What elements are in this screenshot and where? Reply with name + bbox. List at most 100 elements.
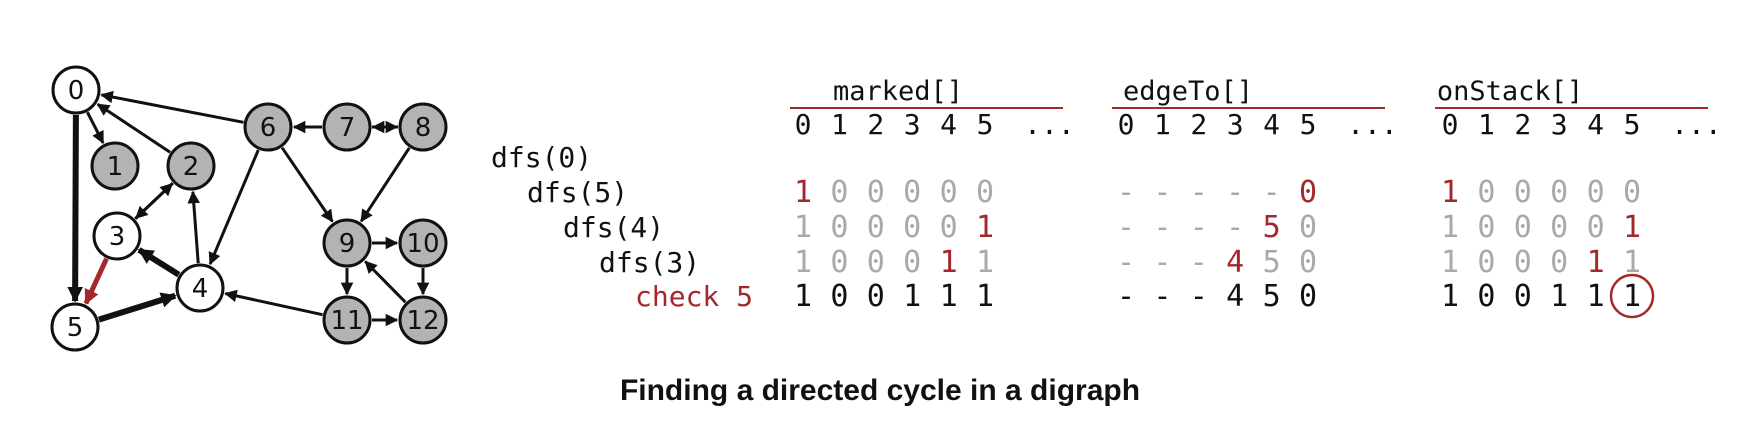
onstack-cell: 0 [1550, 175, 1568, 210]
marked-cell: 0 [867, 210, 885, 245]
array-index-4: 4 [940, 108, 957, 141]
vertex-circle [322, 295, 372, 345]
edge-5-to-4 [98, 292, 177, 323]
marked-cell: 0 [867, 245, 885, 280]
edgeto-cell: - [1190, 210, 1208, 245]
vertex-4: 4 [175, 263, 225, 313]
array-index-ellipsis: ... [1024, 108, 1075, 141]
array-index-5: 5 [1300, 108, 1317, 141]
marked-cell: 0 [830, 175, 848, 210]
marked-cell: 0 [830, 210, 848, 245]
onstack-cell: 0 [1550, 210, 1568, 245]
vertex-label: 9 [339, 229, 356, 259]
trace-row-label: check 5 [635, 280, 753, 313]
edgeto-cell: - [1117, 210, 1135, 245]
vertex-circle [90, 141, 140, 191]
edgeto-cell: - [1226, 210, 1244, 245]
onstack-cell: 1 [1623, 279, 1641, 314]
vertex-circle [322, 218, 372, 268]
edgeto-cell: - [1190, 175, 1208, 210]
edgeto-cell: 0 [1299, 245, 1317, 280]
onstack-cell: 1 [1623, 210, 1641, 245]
array-index-2: 2 [867, 108, 884, 141]
edgeto-cell: - [1153, 245, 1171, 280]
onstack-array-header: onStack[] [1437, 76, 1583, 107]
marked-cell: 0 [830, 279, 848, 314]
vertex-label: 12 [406, 306, 439, 336]
array-index-1: 1 [1478, 108, 1495, 141]
marked-cell: 1 [976, 210, 994, 245]
array-index-2: 2 [1514, 108, 1531, 141]
vertex-label: 4 [192, 274, 209, 304]
edgeto-cell: 4 [1226, 245, 1244, 280]
vertex-circle [322, 102, 372, 152]
array-index-4: 4 [1263, 108, 1280, 141]
array-index-1: 1 [1154, 108, 1171, 141]
vertex-circle [243, 102, 293, 152]
figure-caption: Finding a directed cycle in a digraph [620, 374, 1140, 407]
edgeto-cell: 0 [1299, 175, 1317, 210]
marked-cell: 1 [794, 279, 812, 314]
edge-11-to-4 [224, 289, 323, 317]
onstack-cell: 1 [1441, 279, 1459, 314]
edgeto-cell: - [1117, 279, 1135, 314]
edge-12-to-9 [364, 260, 407, 304]
edgeto-cell: - [1153, 279, 1171, 314]
vertex-label: 1 [107, 152, 124, 182]
vertex-circle [175, 263, 225, 313]
vertex-label: 2 [183, 152, 200, 182]
marked-cell: 0 [867, 175, 885, 210]
onstack-cell: 1 [1441, 245, 1459, 280]
onstack-cell: 0 [1587, 210, 1605, 245]
edge-3-to-2 [134, 182, 174, 220]
onstack-cell: 1 [1587, 245, 1605, 280]
vertex-8: 8 [398, 102, 448, 152]
vertex-6: 6 [243, 102, 293, 152]
marked-cell: 1 [940, 279, 958, 314]
vertex-circle [398, 218, 448, 268]
array-index-3: 3 [904, 108, 921, 141]
edge-6-to-9 [280, 146, 334, 223]
edge-2-to-0 [96, 103, 171, 154]
edge-6-to-0 [100, 90, 244, 124]
edgeto-cell: 0 [1299, 210, 1317, 245]
vertex-2: 2 [166, 141, 216, 191]
edgeto-cell: 5 [1263, 210, 1281, 245]
trace-row: dfs(0) [491, 141, 592, 174]
vertex-label: 0 [68, 76, 85, 106]
onstack-cell: 1 [1441, 210, 1459, 245]
trace-row-label: dfs(4) [563, 211, 664, 244]
vertex-10: 10 [398, 218, 448, 268]
array-index-0: 0 [1118, 108, 1135, 141]
edgeto-cell: - [1190, 245, 1208, 280]
marked-cell: 0 [976, 175, 994, 210]
vertex-circle [398, 295, 448, 345]
marked-cell: 0 [903, 245, 921, 280]
marked-cell: 0 [903, 210, 921, 245]
marked-cell: 1 [794, 245, 812, 280]
onstack-cell: 0 [1514, 175, 1532, 210]
edgeto-cell: 0 [1299, 279, 1317, 314]
array-index-4: 4 [1587, 108, 1604, 141]
edgeto-cell: - [1263, 175, 1281, 210]
vertex-circle [92, 211, 142, 261]
edge-6-to-4 [208, 149, 260, 266]
vertex-7: 7 [322, 102, 372, 152]
marked-cell: 0 [940, 210, 958, 245]
onstack-cell: 0 [1477, 279, 1495, 314]
marked-cell: 1 [940, 245, 958, 280]
edgeto-cell: 5 [1263, 279, 1281, 314]
array-index-5: 5 [1624, 108, 1641, 141]
marked-cell: 1 [794, 210, 812, 245]
marked-cell: 1 [903, 279, 921, 314]
array-index-ellipsis: ... [1347, 108, 1398, 141]
